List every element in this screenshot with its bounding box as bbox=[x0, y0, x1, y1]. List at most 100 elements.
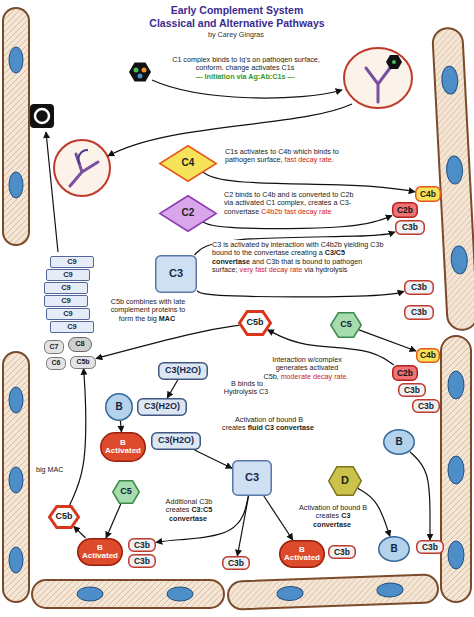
node-text: C3b bbox=[134, 541, 150, 550]
node-outline bbox=[329, 467, 362, 496]
cell-nucleus bbox=[446, 156, 463, 185]
node-outline bbox=[113, 481, 140, 504]
convertase-part: C4b bbox=[415, 186, 441, 202]
node-text: C9 bbox=[67, 258, 77, 266]
c5b-hexagon: C5b bbox=[238, 310, 272, 336]
hydrolysed-c3: C3(H2O) bbox=[137, 398, 187, 416]
activated-factor-b: BActivated bbox=[279, 540, 325, 568]
mac-protein: C8 bbox=[68, 337, 92, 352]
cell-membrane bbox=[228, 574, 439, 609]
annotation-text: MAC bbox=[159, 314, 175, 323]
node-outline bbox=[78, 539, 123, 566]
mac-c9-unit: C9 bbox=[50, 321, 94, 333]
node-text: C3 bbox=[169, 268, 183, 280]
node-text-box: C5b bbox=[70, 356, 96, 369]
node-outline bbox=[47, 309, 90, 320]
annotation-text: fast decay rate. bbox=[285, 155, 334, 164]
c3-protein: C3 bbox=[232, 460, 272, 496]
annotation-text: Activation of bound B creates bbox=[299, 503, 367, 520]
node-outline bbox=[69, 337, 92, 351]
node-text-box: B bbox=[378, 536, 410, 562]
node-text-box: C4 bbox=[159, 145, 217, 182]
annotation-text: C3 is activated by interaction with C4b2… bbox=[212, 240, 383, 257]
reaction-arrow bbox=[74, 526, 86, 538]
node-text-box: BActivated bbox=[100, 432, 146, 462]
node-text-box: C9 bbox=[44, 295, 88, 307]
reaction-arrow bbox=[410, 452, 430, 540]
cell-nucleus bbox=[9, 47, 23, 73]
annotation-text: via hydrolysis bbox=[304, 265, 347, 274]
c1-subunit bbox=[392, 60, 396, 64]
node-text: C3b bbox=[402, 223, 418, 232]
node-text-box: C3b bbox=[128, 538, 156, 552]
node-text: Activated bbox=[284, 554, 320, 562]
pathogen-cell bbox=[3, 352, 29, 602]
node-text: C3(H2O) bbox=[165, 366, 201, 375]
annotation-block: by Carey Gingras bbox=[137, 31, 337, 39]
node-text-box: C6 bbox=[46, 357, 66, 370]
node-text-box: B bbox=[105, 393, 133, 421]
node-text-box: C4b bbox=[415, 186, 441, 202]
annotation-block: big MAC bbox=[36, 466, 78, 474]
mac-c9-unit: C9 bbox=[50, 256, 94, 268]
cell-membrane bbox=[441, 336, 471, 602]
reaction-arrow bbox=[358, 488, 390, 536]
node-text: C5b bbox=[55, 512, 72, 521]
cell-membrane bbox=[432, 27, 474, 330]
node-text: C4 bbox=[182, 158, 195, 169]
node-text: C9 bbox=[63, 310, 73, 318]
node-text-box: C3b bbox=[222, 556, 250, 570]
mac-pore-icon bbox=[30, 104, 54, 128]
c3b-fragment: C3b bbox=[398, 383, 426, 397]
node-outline bbox=[384, 430, 415, 455]
leader-arrow bbox=[152, 80, 342, 98]
node-text-box: D bbox=[328, 466, 362, 496]
diagram-title: Early Complement System Classical and Al… bbox=[146, 4, 328, 29]
node-outline bbox=[393, 366, 418, 381]
annotation-block: Activation of bound B createsfluid C3 co… bbox=[214, 416, 324, 433]
node-text-box: C3b bbox=[395, 220, 425, 235]
factor-b: B bbox=[105, 393, 133, 421]
node-outline bbox=[233, 461, 272, 496]
node-text-box: B bbox=[383, 429, 415, 455]
c5b-hexagon: C5b bbox=[48, 505, 80, 529]
pathogen-surface-circle bbox=[54, 140, 110, 196]
c3b-fragment: C3b bbox=[404, 305, 434, 320]
annotation-text: very fast decay rate bbox=[240, 265, 303, 274]
annotation-text: B binds to Hydrolysis C3 bbox=[224, 379, 268, 396]
node-text-box: C5b bbox=[48, 505, 80, 529]
node-text: C5 bbox=[120, 487, 132, 496]
mac-c9-unit: C9 bbox=[46, 308, 90, 320]
node-text-box: C3(H2O) bbox=[151, 432, 201, 450]
c1-subunit bbox=[138, 74, 143, 79]
node-text: C9 bbox=[61, 297, 71, 305]
activated-factor-b: BActivated bbox=[100, 432, 146, 462]
node-text-box: BActivated bbox=[77, 538, 123, 566]
pore-ring bbox=[35, 109, 49, 123]
node-text-box: C9 bbox=[44, 282, 88, 294]
node-outline bbox=[47, 357, 66, 369]
node-text: C5 bbox=[340, 320, 352, 329]
node-text: C3b bbox=[411, 283, 427, 292]
cell-nucleus bbox=[9, 172, 23, 198]
node-outline bbox=[129, 555, 156, 568]
cell-nucleus bbox=[9, 547, 23, 573]
cell-nucleus bbox=[448, 541, 464, 569]
node-text-box: C5 bbox=[330, 312, 362, 338]
pore-square bbox=[30, 104, 54, 128]
annotation-text: C1 complex binds to Ig's on pathogen sur… bbox=[172, 55, 320, 72]
cell-nucleus bbox=[277, 586, 303, 601]
node-text: B bbox=[395, 437, 402, 448]
node-outline bbox=[396, 220, 425, 234]
reaction-arrow bbox=[264, 496, 293, 540]
node-text-box: C3b bbox=[404, 305, 434, 320]
c1-subunit bbox=[142, 68, 147, 73]
c1-hexagon bbox=[386, 55, 402, 69]
convertase-part: C2b bbox=[392, 365, 418, 381]
node-outline bbox=[399, 384, 426, 397]
node-text: C5b bbox=[76, 358, 89, 365]
annotation-block: B binds to Hydrolysis C3 bbox=[214, 380, 280, 397]
node-text: C4b bbox=[420, 351, 436, 360]
node-text: B bbox=[299, 546, 305, 554]
